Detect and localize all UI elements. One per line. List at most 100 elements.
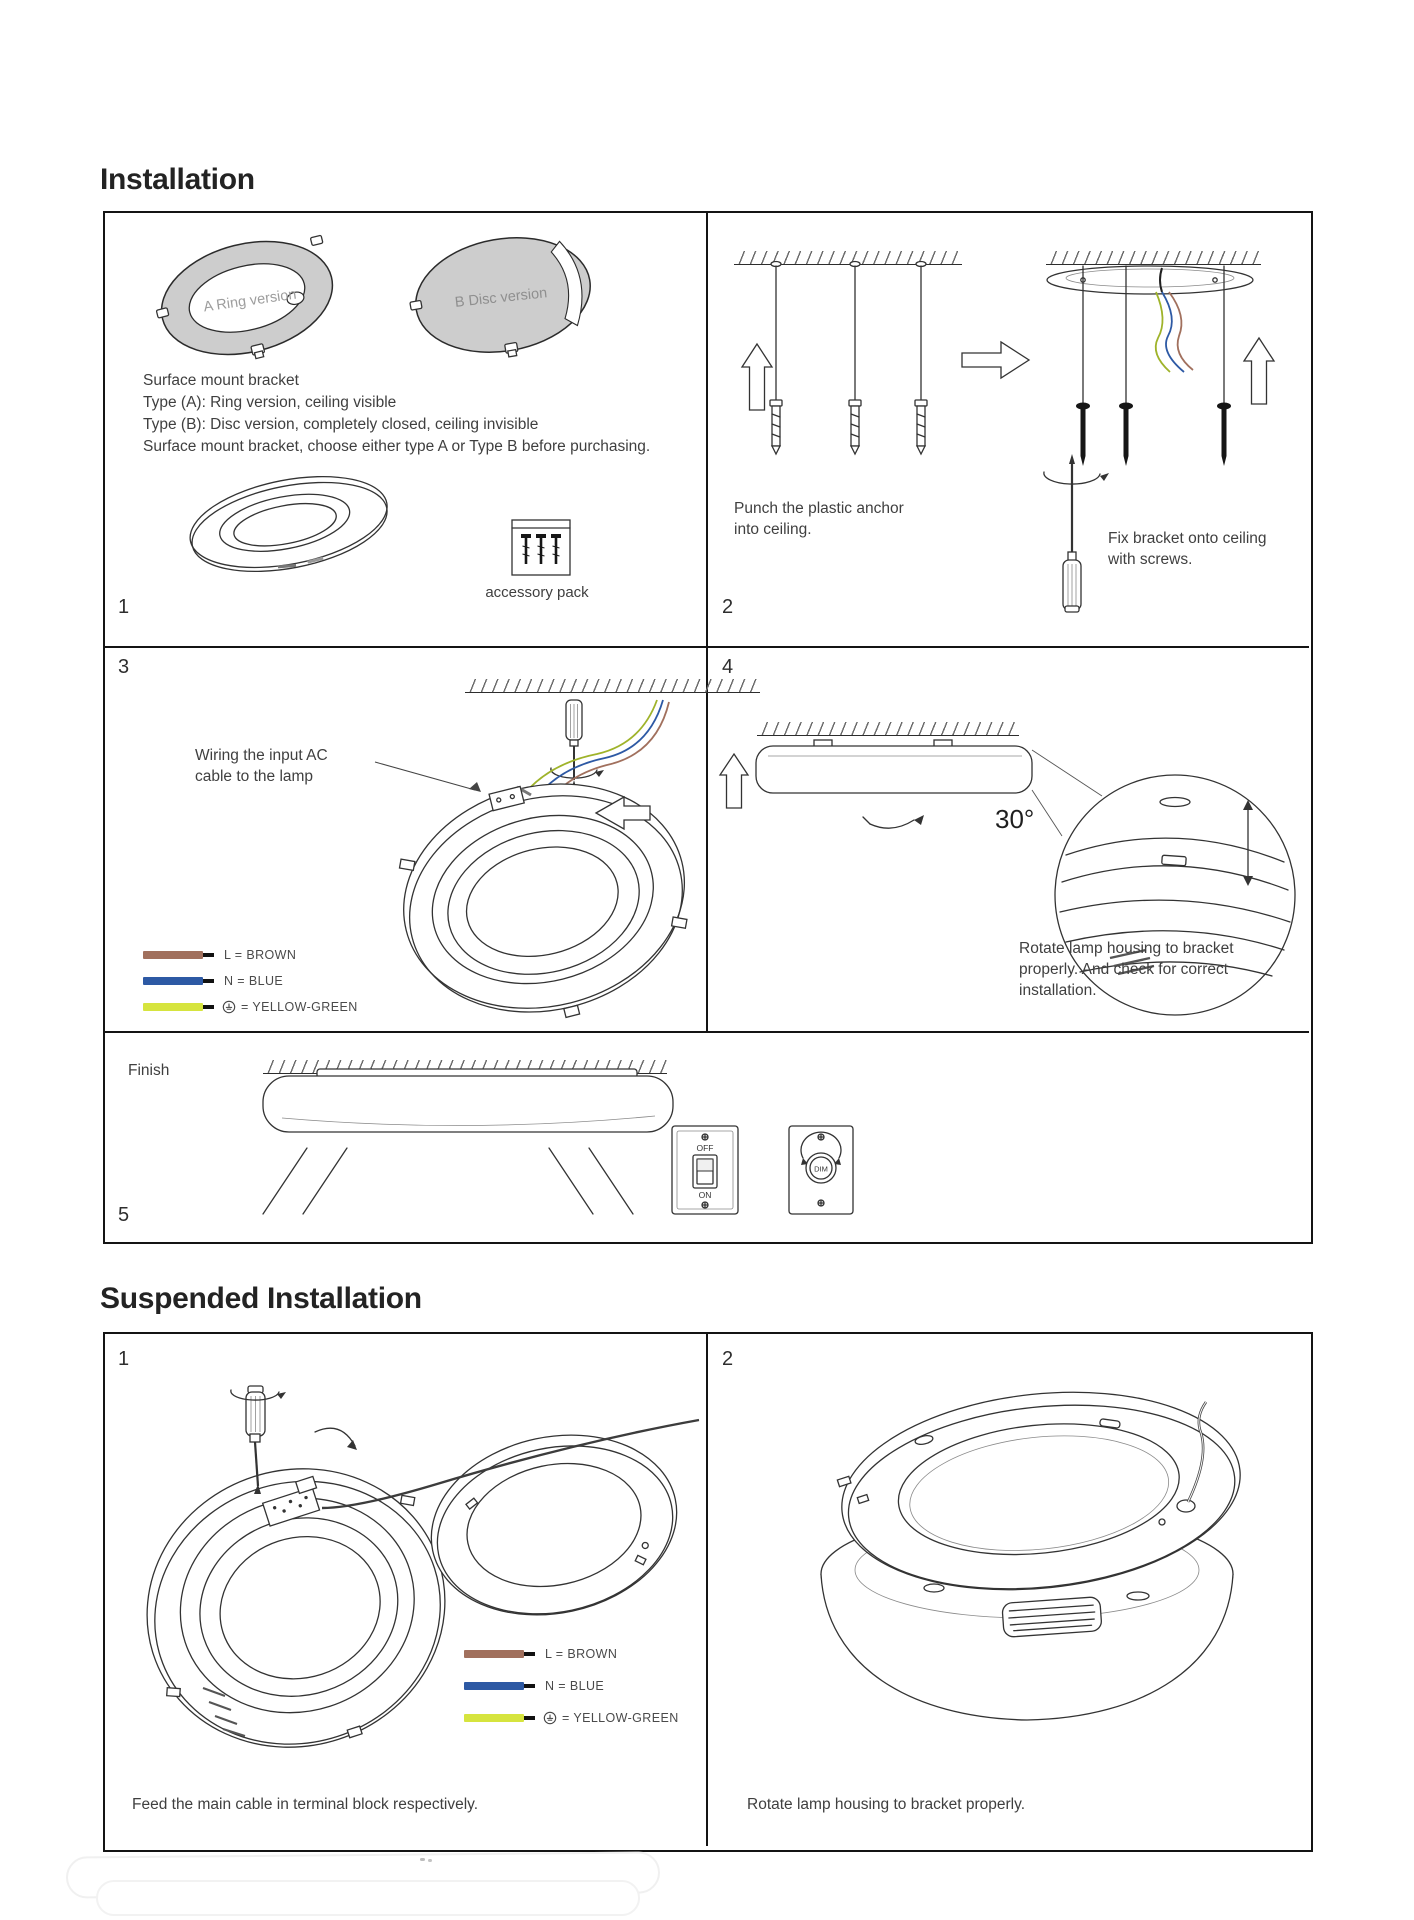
terminal-block: [488, 785, 526, 812]
installed-lamp: [262, 1075, 674, 1133]
wire-legend-earth: = YELLOW-GREEN: [143, 994, 358, 1020]
suspended-panel-number-2: 2: [722, 1348, 734, 1370]
lamp-housing: [398, 783, 688, 1019]
up-arrow-icon: [740, 342, 774, 411]
detail-circle: [1054, 774, 1296, 1016]
accessory-pack-label: accessory pack: [485, 584, 589, 601]
wire-legend-earth: = YELLOW-GREEN: [464, 1702, 679, 1734]
double-arrow-icon: [1243, 800, 1253, 886]
desc-line-4: Surface mount bracket, choose either typ…: [143, 438, 651, 455]
smudge-marks: [428, 1859, 432, 1862]
brown-wire: [1168, 291, 1194, 371]
suspended-panel1-caption: Feed the main cable in terminal block re…: [132, 1796, 479, 1813]
desc-line-2: Type (A): Ring version, ceiling visible: [143, 394, 397, 411]
suspended-panel-number-1: 1: [118, 1348, 130, 1370]
terminal-block: [261, 1475, 321, 1527]
panel-number-5: 5: [118, 1204, 130, 1226]
rotation-angle-label: 30°: [995, 804, 1035, 834]
lamp-housing: [146, 1468, 446, 1748]
screwdriver-icon: [1043, 454, 1109, 613]
vent-grille: [202, 1687, 246, 1737]
blue-wire-swatch: [464, 1682, 524, 1690]
rotate-caption-line1: Rotate lamp housing to bracket: [1019, 940, 1234, 957]
desc-line-1: Surface mount bracket: [143, 372, 299, 389]
smudge-marks: [420, 1858, 425, 1861]
screwdriver-icon: [230, 1385, 286, 1494]
brown-wire-swatch: [464, 1650, 524, 1658]
ceiling-hatch: [465, 679, 760, 693]
earth-wire-swatch: [464, 1714, 524, 1722]
ceiling-hatch: [757, 722, 1019, 736]
earth-wire: [520, 699, 658, 799]
anchor-caption-line2: into ceiling.: [734, 521, 812, 538]
wiring-caption: Wiring the input AC cable to the lamp: [195, 745, 328, 787]
wire-legend-blue: N = BLUE: [143, 968, 358, 994]
rotate-housing-drawing: [718, 739, 1296, 1016]
blue-wire-swatch: [143, 977, 203, 985]
screw-icon: [551, 534, 561, 564]
rotate-caption: Rotate lamp housing to bracket properly.…: [1019, 938, 1234, 1001]
wire-legend-brown: L = BROWN: [143, 942, 358, 968]
wire-legend-brown: L = BROWN: [464, 1638, 679, 1670]
plastic-anchor-icon: [769, 399, 783, 456]
dimmer-switch-icon: DIM: [788, 1125, 854, 1215]
blue-wire-label: N = BLUE: [545, 1679, 605, 1693]
finish-label: Finish: [128, 1062, 170, 1079]
rotate-arrow-icon: [862, 815, 924, 829]
desc-line-3: Type (B): Disc version, completely close…: [143, 416, 539, 433]
wire-legend-blue: N = BLUE: [464, 1670, 679, 1702]
dimmer-label: DIM: [814, 1165, 828, 1174]
anchor-and-screws-drawing: [740, 260, 1276, 613]
grid-divider-v2: [706, 1334, 708, 1846]
right-arrow-icon: [961, 340, 1031, 380]
screw-caption-line1: Fix bracket onto ceiling: [1108, 530, 1267, 547]
suspended-grid: [103, 1332, 1313, 1852]
earth-icon: [222, 1000, 236, 1014]
bracket-description: Surface mount bracket Type (A): Ring ver…: [143, 370, 650, 458]
screw-icon: [1076, 402, 1090, 466]
installation-grid: [103, 211, 1313, 1244]
earth-wire-label: = YELLOW-GREEN: [241, 1000, 358, 1014]
brown-wire-label: L = BROWN: [224, 948, 297, 962]
grid-divider-h2: [105, 1031, 1309, 1033]
wall-switch-icon: OFF ON: [671, 1125, 739, 1215]
grid-divider-v1: [706, 213, 708, 1032]
vent-grille: [1001, 1596, 1102, 1638]
plastic-anchor-icon: [914, 399, 928, 456]
suspended-installation-title: Suspended Installation: [100, 1282, 422, 1315]
whiteout-smudge: [96, 1880, 640, 1916]
wire-legend: L = BROWN N = BLUE = YELLOW-GREEN: [143, 942, 358, 1020]
screw-caption: Fix bracket onto ceiling with screws.: [1108, 528, 1267, 570]
wiring-drawing: [374, 699, 688, 1019]
accessory-pack-drawing: [511, 519, 571, 576]
plastic-anchor-icon: [848, 399, 862, 456]
suspended-rotate-drawing: [820, 1391, 1241, 1721]
screw-caption-line2: with screws.: [1108, 551, 1193, 568]
earth-icon: [543, 1711, 557, 1725]
ceiling-hatch: [734, 251, 962, 265]
brown-wire-label: L = BROWN: [545, 1647, 618, 1661]
finish-drawing: OFF ON DIM: [262, 1068, 854, 1215]
suspended-wiring-drawing: [146, 1385, 700, 1748]
switch-off-label: OFF: [697, 1143, 714, 1153]
ring-bracket-drawing: A Ring version: [155, 234, 334, 360]
up-arrow-icon: [718, 752, 750, 809]
disc-bracket-drawing: B Disc version: [409, 237, 591, 358]
wiring-caption-line1: Wiring the input AC: [195, 747, 328, 764]
left-arrow-icon: [594, 795, 651, 831]
screw-icon: [521, 534, 531, 564]
screw-icon: [1119, 402, 1133, 466]
bracket-ring: [430, 1434, 678, 1616]
suspended-panel2-caption: Rotate lamp housing to bracket properly.: [747, 1796, 1026, 1813]
screw-icon: [1217, 402, 1231, 466]
brown-wire-swatch: [143, 951, 203, 959]
lamp-side-view: [755, 745, 1033, 794]
panel-number-1: 1: [118, 596, 130, 618]
earth-wire-label: = YELLOW-GREEN: [562, 1711, 679, 1725]
anchor-caption-line1: Punch the plastic anchor: [734, 500, 904, 517]
panel-number-4: 4: [722, 656, 734, 678]
blue-wire-label: N = BLUE: [224, 974, 284, 988]
rotate-arrow-icon: [314, 1427, 357, 1450]
bracket-ring: [841, 1391, 1241, 1591]
main-cable: [321, 1418, 700, 1510]
